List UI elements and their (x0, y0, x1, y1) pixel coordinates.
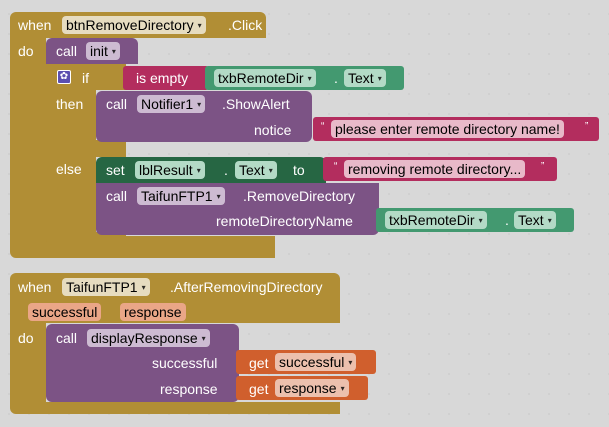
dropdown-arrow-icon: ▾ (377, 74, 382, 84)
component-dropdown[interactable]: txbRemoteDir▾ (214, 69, 316, 87)
is-empty-label: is empty (136, 70, 189, 86)
call-label: call (56, 330, 78, 346)
if-else-divider (96, 140, 126, 157)
variable-name: response (279, 380, 337, 396)
component-dropdown[interactable]: Notifier1▾ (137, 95, 206, 113)
dropdown-arrow-icon: ▾ (201, 334, 206, 344)
else-label: else (56, 161, 82, 177)
property-dropdown[interactable]: Text▾ (344, 69, 386, 87)
component-dropdown[interactable]: txbRemoteDir▾ (385, 211, 487, 229)
arg-label-response: response (160, 381, 218, 397)
event-spine (10, 323, 46, 403)
dropdown-arrow-icon: ▾ (348, 358, 353, 368)
component-dropdown[interactable]: btnRemoveDirectory▾ (62, 16, 206, 34)
dropdown-arrow-icon: ▾ (111, 47, 116, 57)
text-value[interactable]: please enter remote directory name! (331, 120, 564, 138)
arg-label-remotedirectoryname: remoteDirectoryName (216, 213, 353, 229)
property-dropdown[interactable]: Text▾ (235, 161, 277, 179)
dropdown-arrow-icon: ▾ (478, 216, 483, 226)
set-property-block[interactable] (96, 157, 326, 183)
property-name: Text (239, 162, 265, 178)
procedure-name: init (90, 43, 108, 59)
component-name: TaifunFTP1 (141, 188, 213, 204)
dropdown-arrow-icon: ▾ (340, 384, 345, 394)
set-label: set (106, 162, 125, 178)
component-dropdown[interactable]: TaifunFTP1▾ (62, 278, 150, 296)
dropdown-arrow-icon: ▾ (268, 166, 273, 176)
quote-open: “ (334, 161, 338, 172)
component-name: lblResult (139, 162, 193, 178)
dropdown-arrow-icon: ▾ (196, 166, 201, 176)
dropdown-arrow-icon: ▾ (141, 283, 146, 293)
do-label: do (18, 330, 34, 346)
dropdown-arrow-icon: ▾ (216, 192, 221, 202)
when-label: when (18, 279, 52, 295)
event-param-response[interactable]: response (120, 303, 186, 321)
arg-label-notice: notice (254, 122, 292, 138)
quote-close: ” (541, 161, 545, 172)
call-label: call (106, 188, 128, 204)
property-name: Text (348, 70, 374, 86)
when-label: when (18, 17, 52, 33)
procedure-name: displayResponse (91, 330, 198, 346)
then-label: then (56, 96, 84, 112)
component-name: txbRemoteDir (218, 70, 304, 86)
get-label: get (249, 355, 269, 371)
component-name: txbRemoteDir (389, 212, 475, 228)
method-name: .RemoveDirectory (243, 188, 356, 204)
quote-close: ” (585, 121, 589, 132)
is-empty-block[interactable] (123, 66, 209, 90)
event-spine (10, 38, 46, 246)
component-name: btnRemoveDirectory (66, 17, 194, 33)
to-label: to (293, 162, 305, 178)
component-dropdown[interactable]: TaifunFTP1▾ (137, 187, 225, 205)
method-name: .ShowAlert (222, 96, 290, 112)
dropdown-arrow-icon: ▾ (547, 216, 552, 226)
event-footer (10, 402, 340, 414)
dot-separator: . (505, 212, 509, 228)
dropdown-arrow-icon: ▾ (197, 100, 202, 110)
component-name: TaifunFTP1 (66, 279, 138, 295)
dot-separator: . (334, 70, 338, 86)
dropdown-arrow-icon: ▾ (307, 74, 312, 84)
if-label: if (82, 70, 89, 86)
call-label: call (56, 43, 78, 59)
component-dropdown[interactable]: lblResult▾ (135, 161, 205, 179)
dot-separator: . (224, 162, 228, 178)
property-dropdown[interactable]: Text▾ (514, 211, 556, 229)
if-block-spine (46, 90, 96, 245)
quote-open: “ (321, 121, 325, 132)
component-name: Notifier1 (141, 96, 194, 112)
if-block-footer (46, 232, 126, 245)
property-name: Text (518, 212, 544, 228)
get-label: get (249, 381, 269, 397)
event-param-successful[interactable]: successful (28, 303, 102, 321)
event-name: .AfterRemovingDirectory (170, 279, 323, 295)
variable-name: successful (279, 354, 345, 370)
event-name: .Click (228, 17, 263, 33)
call-label: call (106, 96, 128, 112)
procedure-dropdown[interactable]: init▾ (86, 42, 120, 60)
dropdown-arrow-icon: ▾ (197, 21, 202, 31)
do-label: do (18, 43, 34, 59)
arg-label-successful: successful (152, 355, 218, 371)
procedure-dropdown[interactable]: displayResponse▾ (87, 329, 210, 347)
text-value[interactable]: removing remote directory... (344, 160, 526, 178)
variable-dropdown[interactable]: successful▾ (275, 353, 357, 371)
gear-icon[interactable]: ✿ (57, 70, 71, 84)
variable-dropdown[interactable]: response▾ (275, 379, 349, 397)
